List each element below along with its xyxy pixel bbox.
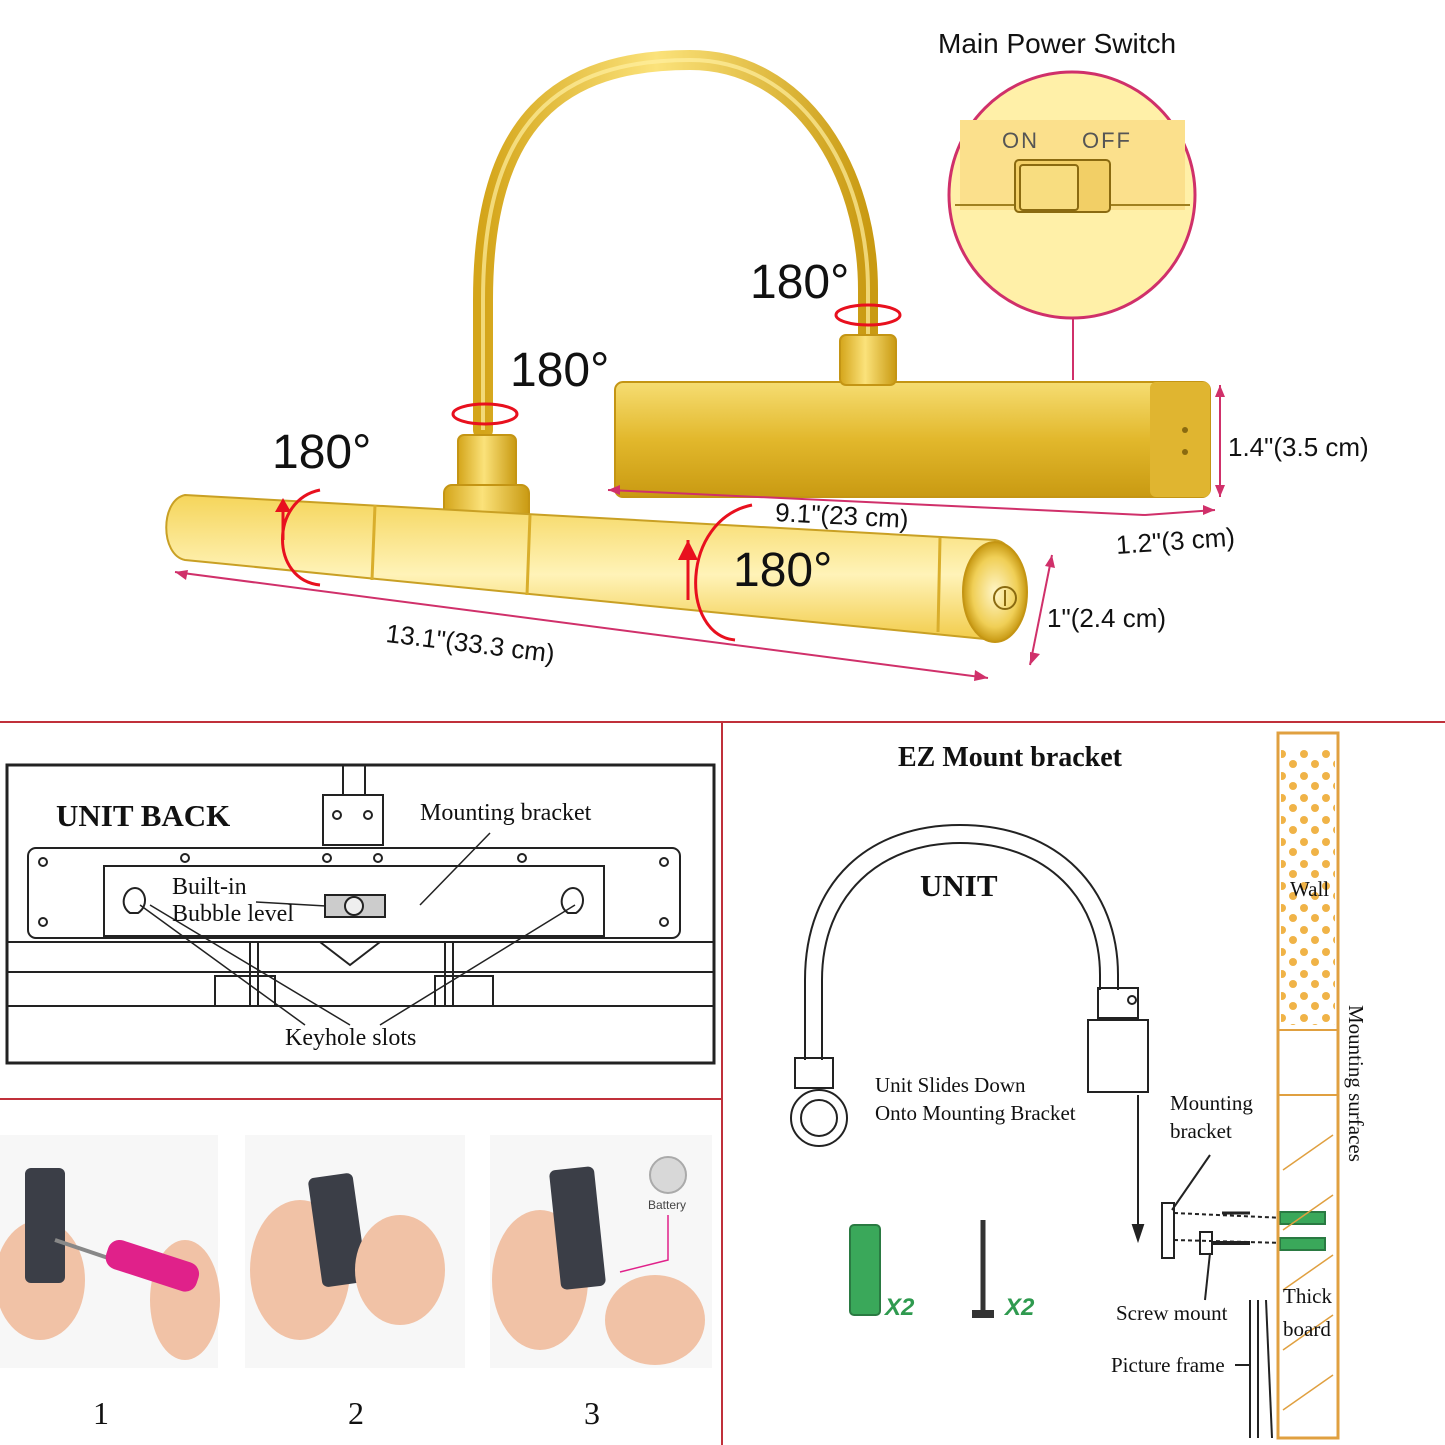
battery-label: Battery [648,1198,687,1212]
power-switch-callout [947,70,1197,320]
dim-bar-diameter: 1"(2.4 cm) [1047,603,1167,633]
switch-off-label: OFF [1082,128,1132,153]
picture-frame-label: Picture frame [1111,1353,1225,1377]
dimension-lines [174,310,1225,681]
step-1-label: 1 [93,1395,109,1431]
rotation-arrows [275,303,902,642]
rotation-label-base: 180° [510,344,610,397]
step-3-label: 3 [584,1395,600,1431]
ez-mount-diagram [790,731,1340,1440]
unit-back-diagram [5,763,716,1065]
dim-base-height: 1.4"(3.5 cm) [1228,432,1369,462]
vertical-divider [721,721,723,1445]
bubble-level-label-line1: Built-in [172,874,247,900]
thick-board-label-line2: board [1283,1317,1331,1341]
wall-label: Wall [1290,877,1330,901]
thick-board-label-line1: Thick [1283,1284,1332,1308]
switch-title: Main Power Switch [938,28,1177,59]
mounting-surfaces-label: Mounting surfaces [1344,1005,1368,1162]
battery-step-photos [0,1135,712,1368]
side-mounting-bracket-line1: Mounting [1170,1091,1253,1115]
unit-label: UNIT [920,868,998,903]
step-2-label: 2 [348,1395,364,1431]
unit-back-title: UNIT BACK [56,798,231,833]
mounting-bracket-label: Mounting bracket [420,800,592,826]
slides-label-line2: Onto Mounting Bracket [875,1101,1076,1125]
rotation-label-right: 180° [733,544,833,597]
side-mounting-bracket-line2: bracket [1170,1119,1232,1143]
anchor-qty: X2 [885,1294,915,1321]
lamp-illustration [165,49,1211,643]
ez-mount-title: EZ Mount bracket [898,742,1122,773]
left-panel-divider [0,1098,721,1100]
screw-qty: X2 [1005,1294,1035,1321]
switch-on-label: ON [1002,128,1039,153]
bubble-level-label-line2: Bubble level [172,901,294,927]
slides-label-line1: Unit Slides Down [875,1073,1026,1097]
keyhole-slots-label: Keyhole slots [285,1025,417,1051]
screw-mount-label: Screw mount [1116,1301,1228,1325]
rotation-label-neck: 180° [750,256,850,309]
rotation-label-left: 180° [272,426,372,479]
